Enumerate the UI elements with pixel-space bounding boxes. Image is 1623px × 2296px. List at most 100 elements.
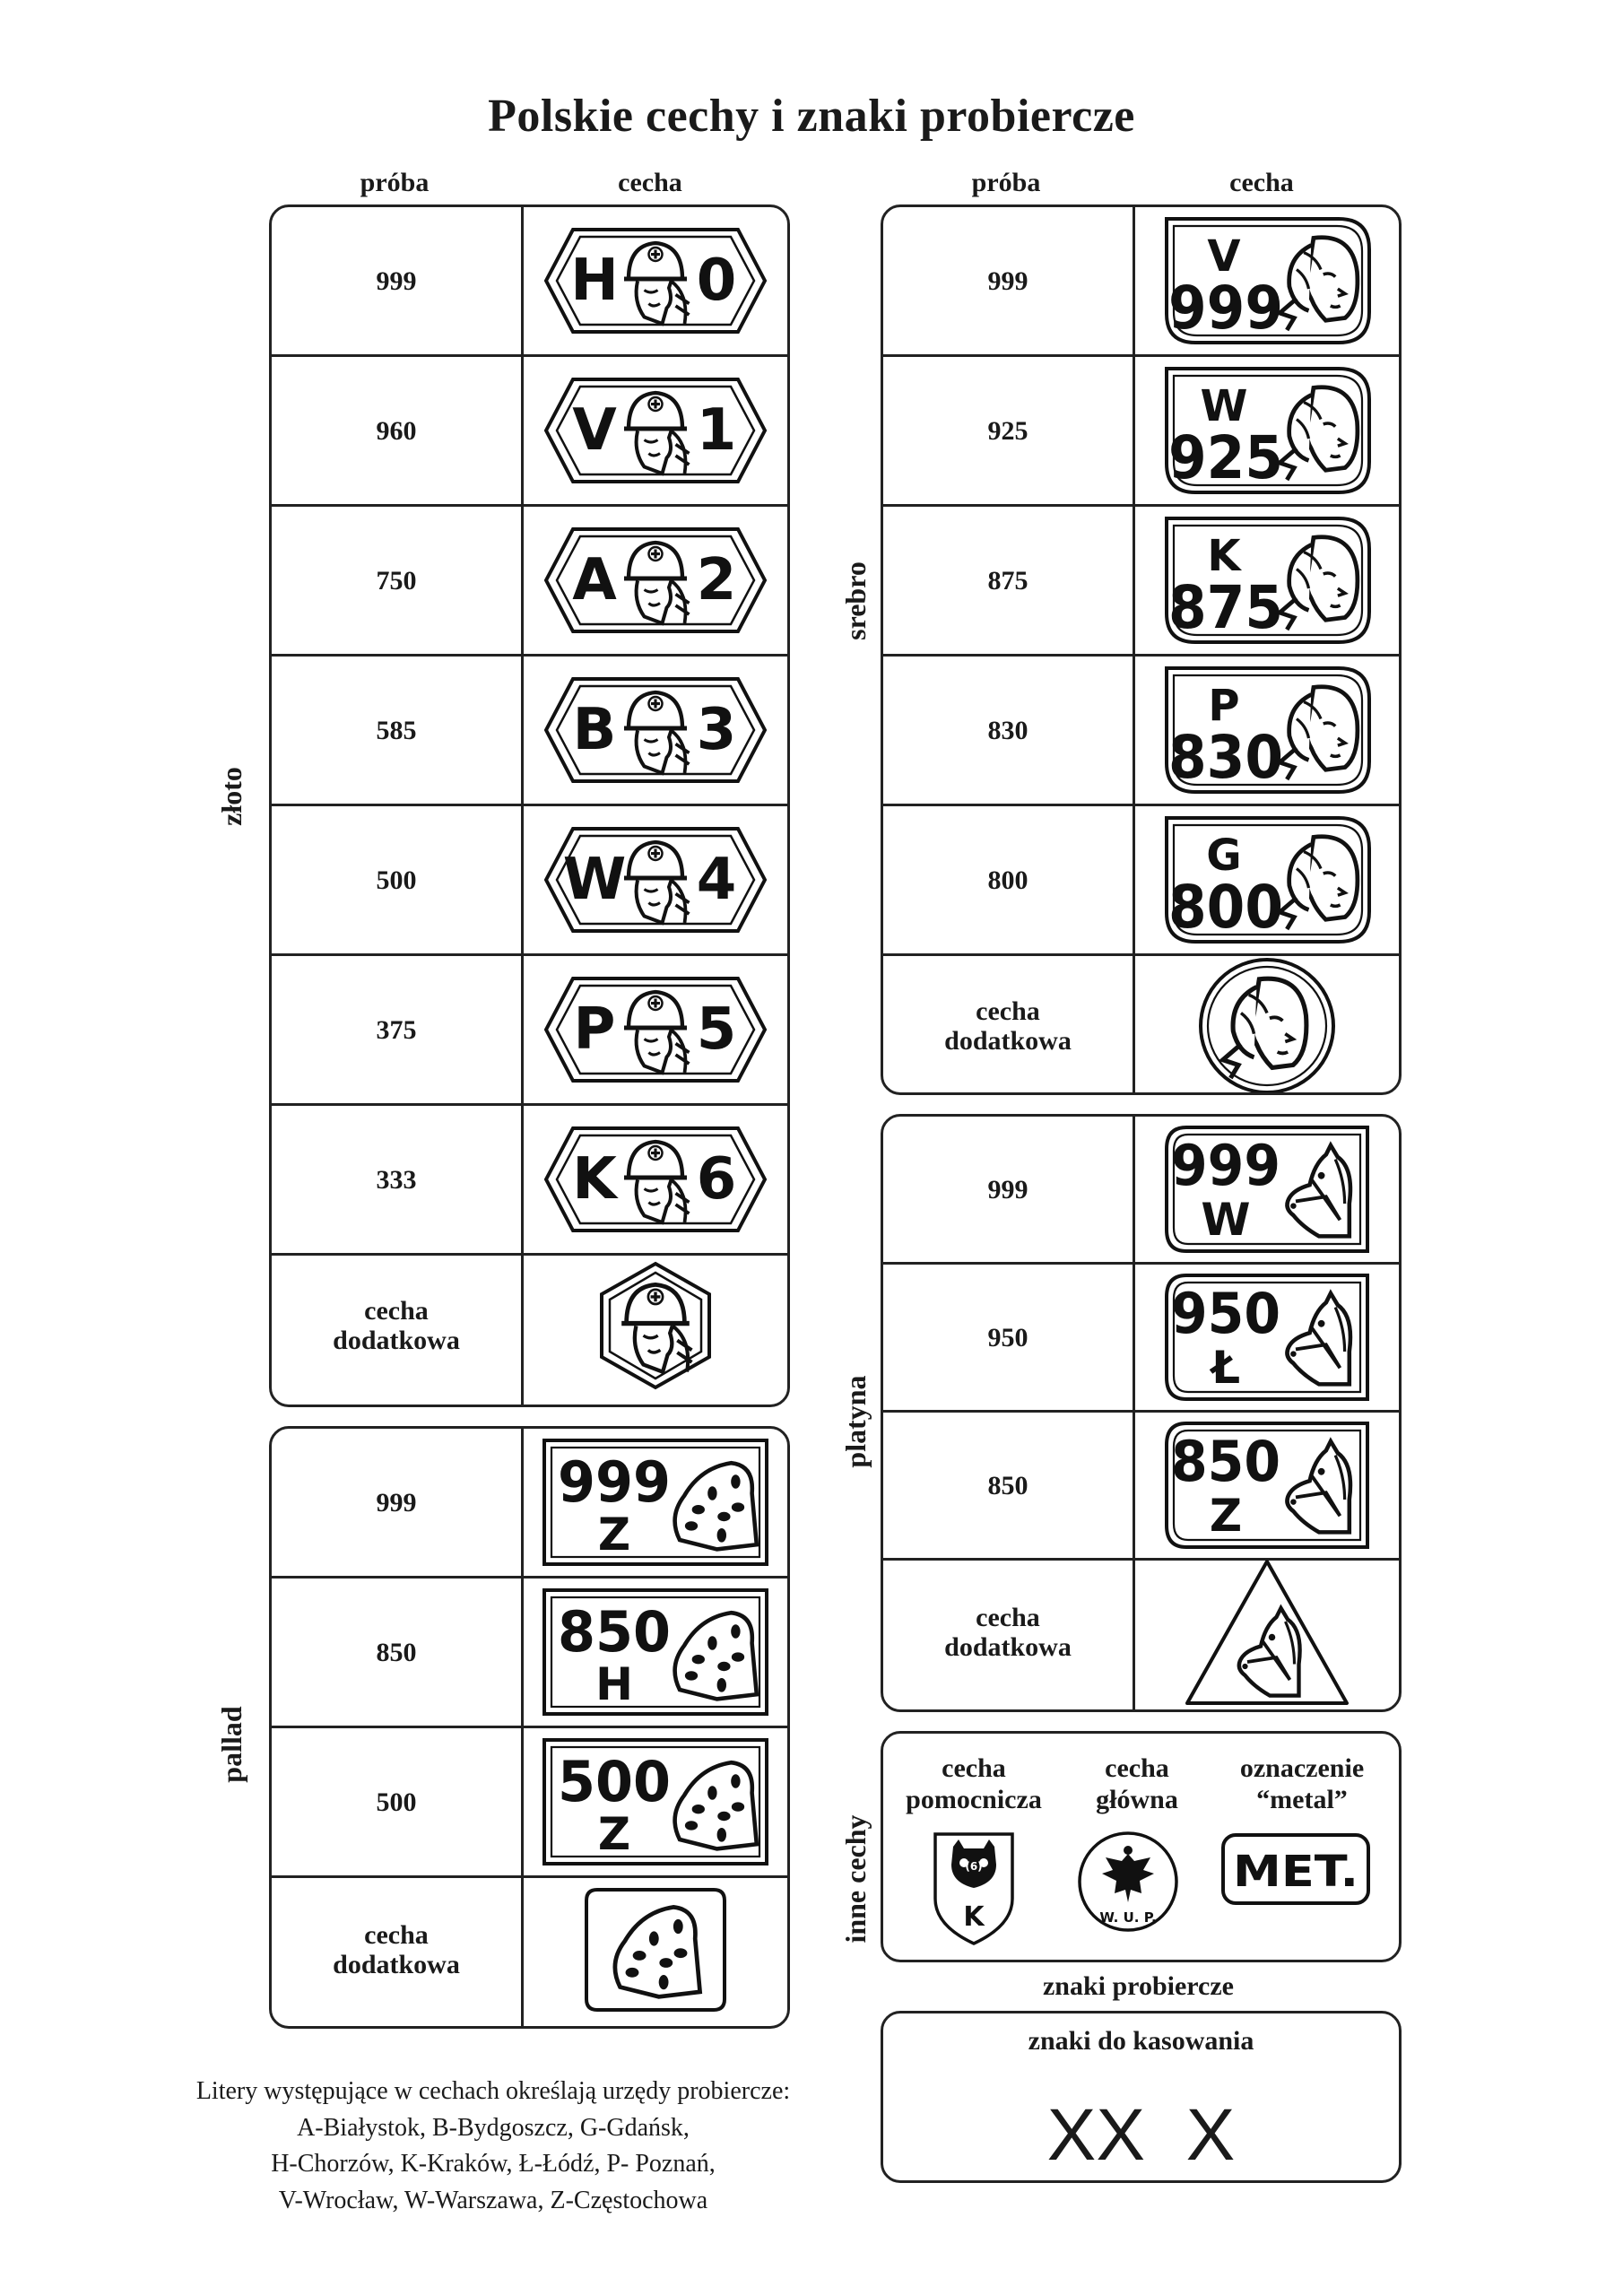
mark-number: 850 [1171, 1429, 1280, 1494]
silver-round-mark-icon [1199, 957, 1335, 1092]
column-divider [1133, 207, 1135, 1092]
fineness-value: 950 [987, 1322, 1028, 1352]
group-label-pallad: pallad [215, 1706, 247, 1783]
label-oznaczenie-metal: oznaczenie “metal” [1239, 1753, 1365, 1814]
eagle-round-mark-icon: W. U. P. [1078, 1831, 1178, 1932]
cancel-marks: XX X [1046, 2094, 1236, 2176]
mark-number: 875 [1168, 573, 1283, 642]
fineness-value: 333 [376, 1164, 417, 1195]
extra-mark-label-line: cecha [976, 1603, 1040, 1632]
mark-number: 2 [697, 547, 737, 613]
mark-number: 925 [1168, 423, 1283, 492]
footnote-line-1: Litery występujące w cechach określają u… [195, 2077, 791, 2105]
mark-letter: Z [1210, 1490, 1242, 1542]
fineness-value: 500 [376, 865, 417, 895]
fineness-value: 375 [376, 1014, 417, 1045]
extra-mark-label-line: cecha [364, 1295, 429, 1326]
mark-number: 830 [1168, 723, 1283, 792]
mark-letter: W [1201, 1194, 1250, 1246]
mark-number: 500 [558, 1749, 671, 1814]
mark-number: 800 [1168, 873, 1283, 942]
mark-letter: V [572, 397, 617, 464]
mark-number: 5 [697, 996, 737, 1063]
mark-number: 3 [697, 697, 737, 763]
cancel-marks-panel: znaki do kasowania XX X [881, 2011, 1402, 2183]
label-cecha-glowna: cecha główna [1096, 1753, 1178, 1814]
header-cecha-left: cecha [618, 168, 682, 197]
mark-letter: Z [598, 1509, 630, 1561]
mark-letter: Z [598, 1808, 630, 1860]
palladium-extra-mark-icon [585, 1887, 726, 2012]
page-title: Polskie cechy i znaki probiercze [488, 91, 1135, 142]
shield-lynx-mark-icon: (6) K [933, 1832, 1014, 1945]
fineness-value: 999 [376, 1487, 417, 1518]
footnote-line-2: A-Białystok, B-Bydgoszcz, G-Gdańsk, [297, 2113, 690, 2142]
znaki-heading: znaki probiercze [1042, 1971, 1235, 2001]
extra-mark-label-line: cecha [364, 1919, 429, 1950]
fineness-value: 750 [376, 565, 417, 596]
fineness-value: 850 [376, 1637, 417, 1667]
mark-letter: V [1207, 231, 1240, 282]
fineness-value: 925 [987, 415, 1028, 446]
mark-cell [524, 1256, 787, 1395]
extra-mark-label-line: cecha [976, 996, 1040, 1026]
mark-cell [1135, 956, 1399, 1092]
met-mark-text: MET. [1233, 1847, 1358, 1897]
mark-cell [524, 1878, 787, 2021]
mark-letter: H [595, 1658, 633, 1710]
label-cecha-pomocnicza: cecha pomocnicza [906, 1753, 1042, 1814]
footnote: Litery występujące w cechach określają u… [135, 2074, 852, 2219]
fineness-value: 999 [987, 1174, 1028, 1205]
extra-mark-label-line: dodatkowa [333, 1325, 460, 1355]
platinum-triangle-mark-icon [1185, 1560, 1349, 1705]
gold-hexagon-mark-icon [600, 1261, 711, 1389]
header-cecha-right: cecha [1229, 168, 1294, 197]
footnote-line-4: V-Wrocław, W-Warszawa, Z-Częstochowa [278, 2186, 708, 2214]
header-proba-right: próba [971, 168, 1041, 197]
mark-letter: A [572, 547, 617, 613]
